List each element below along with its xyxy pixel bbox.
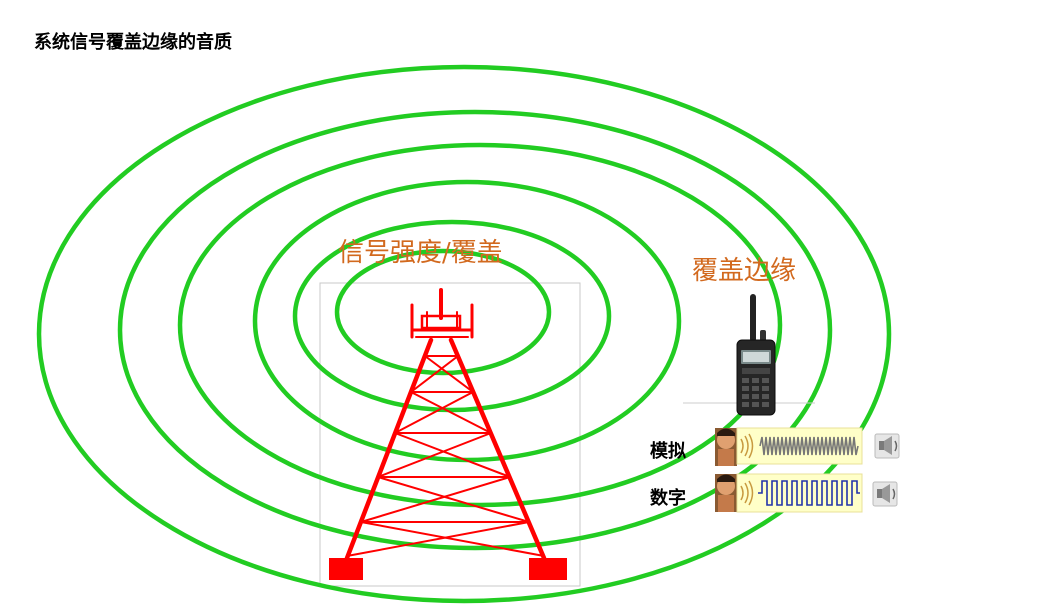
digital-label: 数字 xyxy=(650,484,686,510)
coverage-edge-label: 覆盖边缘 xyxy=(692,250,796,287)
speaker-face-icon xyxy=(715,428,737,466)
analog-label: 模拟 xyxy=(650,437,686,463)
signal-strength-label: 信号强度/覆盖 xyxy=(338,232,503,269)
digital-wave-panel xyxy=(737,474,862,512)
digital-row xyxy=(715,474,897,512)
handheld-radio-icon xyxy=(683,294,815,415)
page-title: 系统信号覆盖边缘的音质 xyxy=(34,28,232,54)
analog-row xyxy=(715,428,899,466)
coverage-ring-4 xyxy=(180,145,780,505)
speaker-sound-icon[interactable] xyxy=(875,434,899,458)
speaker-sound-icon[interactable] xyxy=(873,482,897,506)
speaker-face-icon xyxy=(715,474,737,512)
